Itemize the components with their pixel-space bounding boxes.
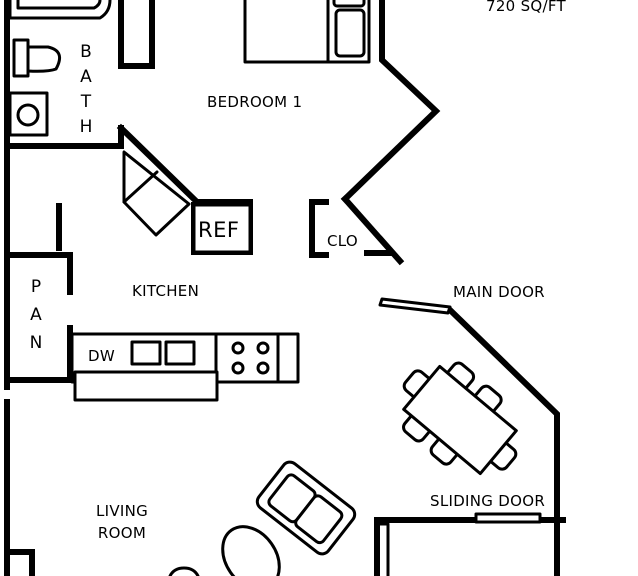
bath-label-letter: T <box>80 92 92 112</box>
dishwasher-label: DW <box>88 347 115 365</box>
bottom-left-wall <box>6 549 35 576</box>
bed <box>243 0 371 64</box>
toilet-icon <box>12 38 62 78</box>
corner-cabinet-line <box>122 170 159 204</box>
dining-table <box>402 361 518 476</box>
pantry-label-letter: A <box>30 305 42 325</box>
counter-bar <box>73 370 219 402</box>
table-top <box>402 364 518 476</box>
labels: 720 SQ/FT BEDROOM 1 KITCHEN LIVING ROOM … <box>30 0 567 542</box>
sliding-door <box>474 512 542 524</box>
bath-label-letter: B <box>80 42 92 62</box>
kitchen-counter <box>70 332 300 402</box>
bath-label-letter: A <box>80 67 92 87</box>
bath-fixtures <box>8 0 112 137</box>
closet-label: CLO <box>327 232 358 250</box>
area-label: 720 SQ/FT <box>486 0 567 15</box>
sink-icon <box>8 91 49 137</box>
pantry-bottom-wall <box>4 325 73 383</box>
sink-basin-right <box>164 340 196 366</box>
stove-corner <box>122 150 191 237</box>
bath-upper-partition <box>118 0 155 69</box>
sofa-cushion-right <box>294 494 344 545</box>
pillow-top <box>332 0 366 8</box>
pantry-label-letter: N <box>30 333 43 353</box>
refrigerator-label: REF <box>198 218 239 242</box>
walls <box>4 0 566 576</box>
pantry-top-wall <box>4 252 73 295</box>
pantry-label-letter: P <box>31 277 41 297</box>
bathtub-inner <box>16 0 102 10</box>
bedroom-label: BEDROOM 1 <box>207 93 302 111</box>
corner-cabinet <box>122 150 191 237</box>
kitchen-label: KITCHEN <box>132 282 199 300</box>
refrigerator <box>192 203 252 254</box>
main-door-label: MAIN DOOR <box>453 283 545 301</box>
stove-burners-icon <box>231 341 270 375</box>
coffee-table <box>221 525 281 576</box>
living-room-label-line1: LIVING <box>96 502 148 520</box>
bedroom-bay-wall <box>340 0 441 204</box>
living-room-label-line2: ROOM <box>98 524 146 542</box>
patio-inner-line <box>376 522 390 576</box>
sofa <box>255 460 357 556</box>
bath-label-letter: H <box>80 117 93 137</box>
pillow-bottom <box>334 8 366 58</box>
sliding-door-label: SLIDING DOOR <box>430 492 545 510</box>
armchair-partial <box>168 566 200 576</box>
closet-wall-left <box>309 199 329 258</box>
main-door <box>378 297 452 315</box>
sink-basin-left <box>130 340 162 366</box>
bath-lower-partition <box>4 125 124 149</box>
